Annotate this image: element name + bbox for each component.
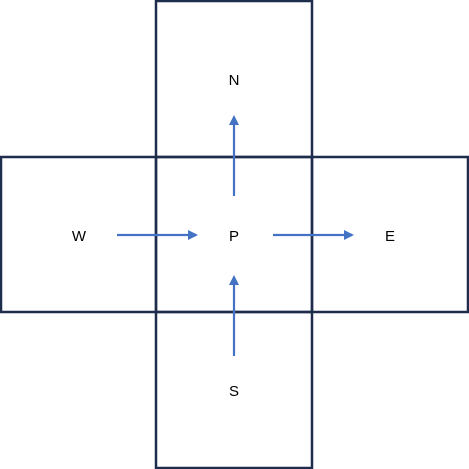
label-west: W bbox=[72, 228, 87, 245]
label-south: S bbox=[229, 383, 239, 400]
label-center: P bbox=[229, 228, 239, 245]
label-north: N bbox=[229, 72, 240, 89]
label-east: E bbox=[385, 228, 395, 245]
